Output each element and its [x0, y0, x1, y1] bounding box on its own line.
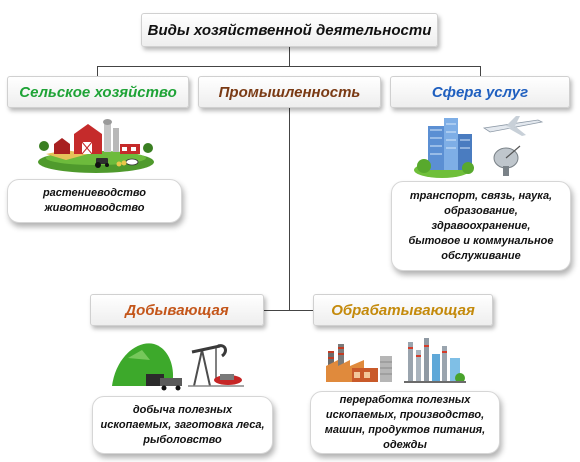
connector-to-agriculture [97, 66, 98, 76]
extractive-item: добыча полезных [132, 403, 233, 416]
mining-illustration [112, 343, 244, 391]
extractive-description: добыча полезных ископаемых, заготовка ле… [92, 396, 273, 454]
branch-extractive: Добывающая [90, 294, 264, 326]
processing-item: ископаемых, производство, [325, 408, 485, 421]
connector-to-processing [289, 310, 313, 311]
connector-title-down [289, 47, 290, 66]
connector-to-services [480, 66, 481, 76]
category-industry: Промышленность [198, 76, 381, 108]
services-item: образование, [444, 204, 518, 217]
connector-to-extractive [264, 310, 289, 311]
services-item: бытовое и коммунальное [408, 234, 554, 247]
services-illustration [414, 116, 544, 178]
services-item: обслуживание [441, 249, 521, 262]
extractive-item: рыболовство [143, 433, 222, 446]
agriculture-item: животноводство [44, 202, 145, 214]
factory-illustration [326, 338, 466, 383]
services-item: транспорт, связь, наука, [409, 189, 553, 202]
agriculture-description: растениеводство животноводство [7, 179, 182, 223]
agriculture-item: растениеводство [42, 187, 147, 199]
connector-industry-down [289, 108, 290, 310]
processing-item: переработка полезных [339, 393, 471, 406]
branch-processing: Обрабатывающая [313, 294, 493, 326]
processing-item: одежды [383, 438, 427, 451]
farm-illustration [38, 119, 154, 173]
category-agriculture: Сельское хозяйство [7, 76, 189, 108]
category-services: Сфера услуг [390, 76, 570, 108]
services-item: здравоохранение, [431, 219, 531, 232]
connector-top-horizontal [97, 66, 481, 67]
extractive-item: ископаемых, заготовка леса, [100, 418, 265, 431]
services-description: транспорт, связь, наука, образование, зд… [391, 181, 571, 271]
processing-description: переработка полезных ископаемых, произво… [310, 391, 500, 454]
processing-item: машин, продуктов питания, [324, 423, 486, 436]
diagram-title: Виды хозяйственной деятельности [141, 13, 438, 47]
